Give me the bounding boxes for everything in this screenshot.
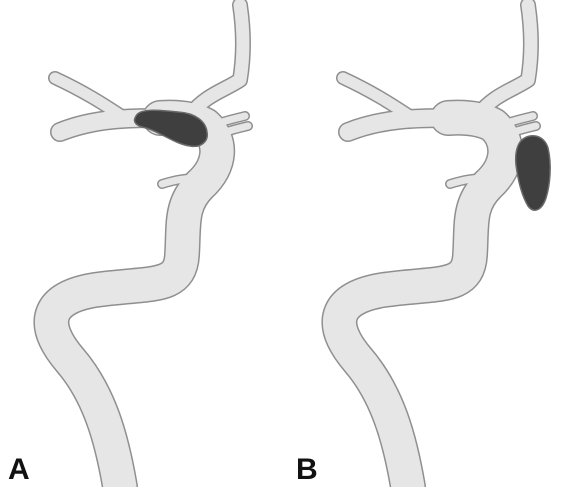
clot-b (516, 136, 551, 210)
panel-a: A (0, 0, 287, 487)
panel-label-b: B (296, 455, 318, 485)
artery-tree-a (51, 5, 248, 487)
vessel-diagram-a (0, 0, 287, 487)
vessel-diagram-b (288, 0, 575, 487)
panel-label-a: A (8, 455, 30, 485)
panel-b: B (288, 0, 575, 487)
artery-tree-b (339, 5, 536, 487)
